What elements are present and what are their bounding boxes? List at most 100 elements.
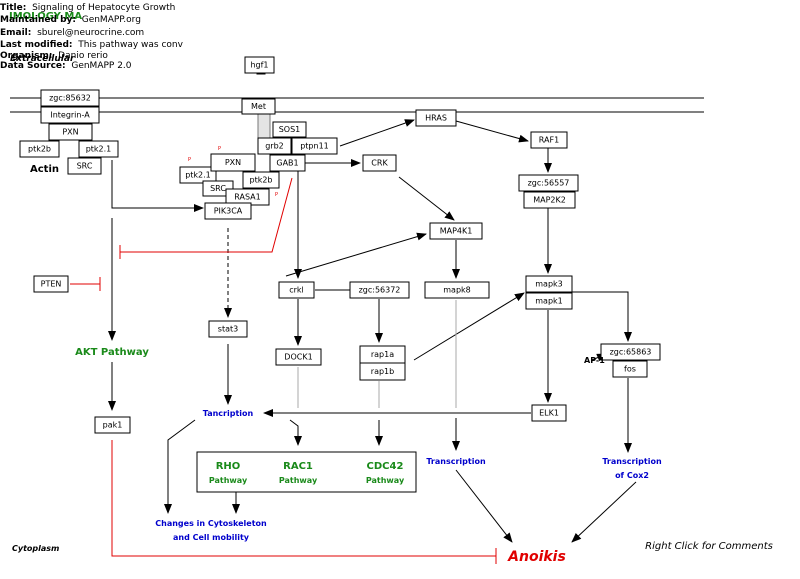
node-crk-label: CRK xyxy=(371,159,388,168)
node-hgf1[interactable]: hgf1 xyxy=(244,56,275,74)
node-src-left[interactable]: SRC xyxy=(67,157,102,175)
node-rap1b[interactable]: rap1b xyxy=(359,362,406,381)
node-rap1b-label: rap1b xyxy=(371,367,394,376)
node-map2k2-label: MAP2K2 xyxy=(533,196,566,205)
node-fos[interactable]: fos xyxy=(612,360,648,378)
label-right-click-comments[interactable]: Right Click for Comments xyxy=(645,541,773,552)
inhibit-pak1-line xyxy=(111,440,496,557)
edges xyxy=(108,119,637,543)
node-stat3[interactable]: stat3 xyxy=(208,320,248,338)
edge-src-pik3ca xyxy=(111,160,204,212)
node-mapk1[interactable]: mapk1 xyxy=(525,292,573,310)
title-key: Title: xyxy=(0,3,27,13)
node-ptk2b-left[interactable]: ptk2b xyxy=(19,140,60,158)
node-mapk1-label: mapk1 xyxy=(535,297,563,306)
node-ptk21-mid-label: ptk2.1 xyxy=(185,171,211,180)
node-crk[interactable]: CRK xyxy=(362,154,397,172)
node-raf1-label: RAF1 xyxy=(539,136,559,145)
node-mapk8[interactable]: mapk8 xyxy=(424,281,490,299)
node-pten[interactable]: PTEN xyxy=(33,275,69,293)
label-transcription-cox2-line2: of Cox2 xyxy=(615,471,649,480)
node-ptk2b-mid[interactable]: ptk2b xyxy=(242,171,280,189)
edge-tancription-cytoskeleton xyxy=(164,419,196,514)
header-source: Data Source: GenMAPP 2.0 xyxy=(0,61,132,72)
node-pxn-left[interactable]: PXN xyxy=(48,123,93,141)
node-pak1-label: pak1 xyxy=(103,421,123,430)
node-zgc56372-label: zgc:56372 xyxy=(359,286,401,295)
node-zgc65863-label: zgc:65863 xyxy=(610,348,652,357)
node-sos1-label: SOS1 xyxy=(279,125,301,134)
node-pik3ca-label: PIK3CA xyxy=(214,207,243,216)
header-maintainer: Maintained by: GenMAPP.org xyxy=(0,15,141,26)
node-pxn-left-label: PXN xyxy=(62,128,78,137)
node-ptpn11[interactable]: ptpn11 xyxy=(291,137,338,155)
label-tancription: Tancription xyxy=(203,409,254,418)
label-transcription-cox2-line1: Transcription xyxy=(602,457,662,466)
node-elk1-label: ELK1 xyxy=(539,409,559,418)
source-key: Data Source: xyxy=(0,61,66,71)
modified-key: Last modified: xyxy=(0,40,73,50)
node-zgc56372[interactable]: zgc:56372 xyxy=(349,281,410,299)
node-elk1[interactable]: ELK1 xyxy=(531,404,567,422)
edge-to-rac1 xyxy=(289,419,302,446)
node-zgc56557-label: zgc:56557 xyxy=(528,179,570,188)
node-rap1a-label: rap1a xyxy=(371,350,394,359)
node-grb2[interactable]: grb2 xyxy=(257,137,292,155)
node-hgf1-label: hgf1 xyxy=(250,61,268,70)
node-pik3ca[interactable]: PIK3CA xyxy=(204,202,252,220)
organism-value: Danio rerio xyxy=(58,51,108,61)
node-zgc56557[interactable]: zgc:56557 xyxy=(518,174,579,192)
node-map2k2[interactable]: MAP2K2 xyxy=(523,191,576,209)
node-gab1[interactable]: GAB1 xyxy=(269,154,306,172)
maintainer-key: Maintained by: xyxy=(0,15,76,25)
node-integrin-a[interactable]: Integrin-A xyxy=(40,106,100,124)
label-anoikis: Anoikis xyxy=(507,549,566,565)
node-zgc65863[interactable]: zgc:65863 xyxy=(600,343,661,361)
phospho-marker-pxn: P xyxy=(218,146,221,152)
title-value: Signaling of Hepatocyte Growth xyxy=(32,3,176,13)
node-ptk21-mid[interactable]: ptk2.1 xyxy=(179,166,217,184)
edge-crk-map4k1 xyxy=(398,176,455,221)
node-ptk21-left[interactable]: ptk2.1 xyxy=(78,140,119,158)
label-cdc42-pathway: Pathway xyxy=(366,476,405,485)
node-zgc85632[interactable]: zgc:85632 xyxy=(40,89,100,107)
edge-cox2-anoikis xyxy=(571,481,637,543)
node-map4k1-label: MAP4K1 xyxy=(440,227,473,236)
inhibit-rasa1-line xyxy=(120,177,293,253)
node-map4k1[interactable]: MAP4K1 xyxy=(429,222,483,240)
source-value: GenMAPP 2.0 xyxy=(71,61,132,71)
header-overlay-extracellular: Extracellular xyxy=(10,54,75,64)
node-mapk3-label: mapk3 xyxy=(535,280,563,289)
node-hras-label: HRAS xyxy=(425,114,447,123)
node-ptk21-left-label: ptk2.1 xyxy=(86,145,112,154)
label-transcription: Transcription xyxy=(426,457,486,466)
node-src-left-label: SRC xyxy=(77,162,93,171)
node-zgc85632-label: zgc:85632 xyxy=(49,94,91,103)
node-crkl[interactable]: crkl xyxy=(278,281,315,299)
node-grb2-label: grb2 xyxy=(265,142,284,151)
node-raf1[interactable]: RAF1 xyxy=(530,131,568,149)
node-pten-label: PTEN xyxy=(41,280,62,289)
node-pak1[interactable]: pak1 xyxy=(94,416,131,434)
header-modified: Last modified: This pathway was conv xyxy=(0,40,183,51)
node-dock1[interactable]: DOCK1 xyxy=(275,348,322,366)
label-actin: Actin xyxy=(30,164,59,175)
node-integrin-a-label: Integrin-A xyxy=(50,111,90,120)
label-cytoskeleton-line2: and Cell mobility xyxy=(173,533,250,542)
node-rap1a[interactable]: rap1a xyxy=(359,345,406,364)
label-cytoplasm: Cytoplasm xyxy=(12,544,59,553)
node-hras[interactable]: HRAS xyxy=(415,109,457,127)
edge-mapk3-zgc65863 xyxy=(571,291,632,342)
email-key: Email: xyxy=(0,28,32,38)
edge-rap1-mapk1 xyxy=(413,292,525,361)
label-ap1: AP-1 xyxy=(584,356,605,365)
label-cytoskeleton-line1: Changes in Cytoskeleton xyxy=(155,519,267,528)
node-rasa1-label: RASA1 xyxy=(234,193,261,202)
node-met[interactable]: Met xyxy=(241,98,276,115)
node-pxn-mid[interactable]: PXN xyxy=(210,153,256,172)
inhibition-edges xyxy=(70,177,497,564)
node-ptpn11-label: ptpn11 xyxy=(300,142,329,151)
node-mapk3[interactable]: mapk3 xyxy=(525,275,573,293)
node-sos1[interactable]: SOS1 xyxy=(272,121,307,138)
header-overlay-green: IMOLOGY MA xyxy=(9,11,83,22)
